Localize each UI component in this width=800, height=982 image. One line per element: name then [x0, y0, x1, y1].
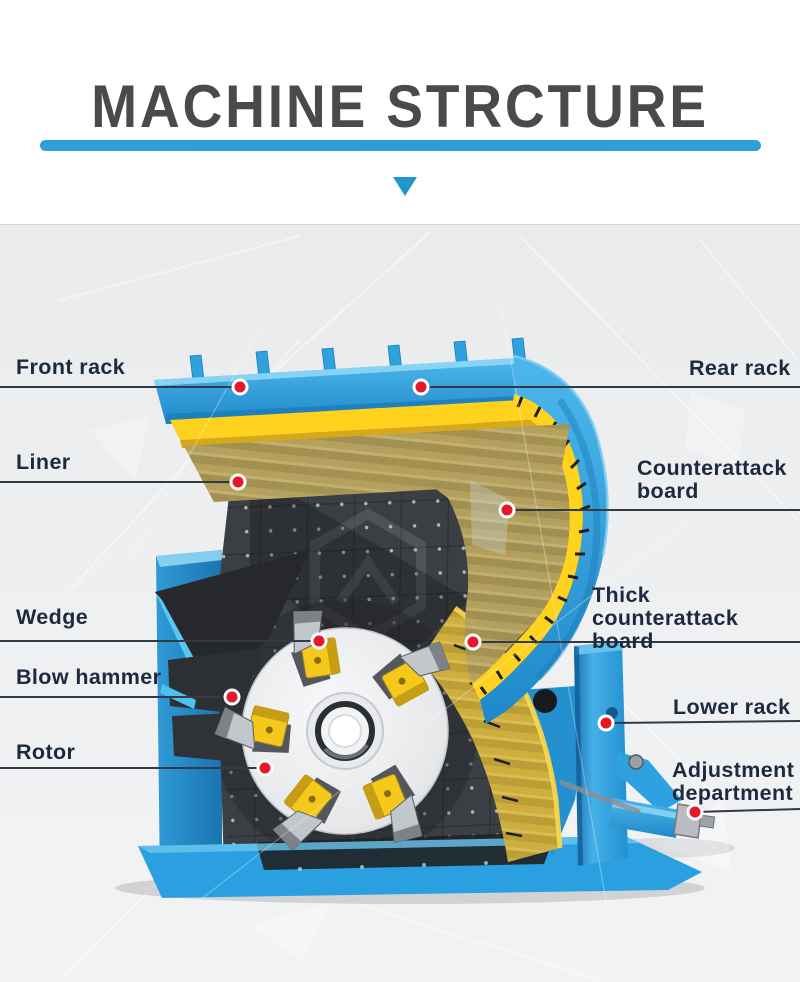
- title-underline-bar: [40, 140, 761, 151]
- blow-hammer-dot: [223, 688, 241, 706]
- adjustment-department-line: [694, 808, 800, 813]
- construction-lines: [129, 299, 741, 981]
- marker-dots: [223, 378, 704, 821]
- counterattack-board-part: [472, 394, 583, 700]
- label-front-rack: Front rack: [16, 355, 126, 379]
- leader-lines: [0, 386, 800, 813]
- rotor-dot: [256, 759, 274, 777]
- thick-board-serrations: [453, 643, 523, 838]
- left-wall-highlight: [156, 550, 222, 567]
- lower-rack-part: [559, 641, 716, 866]
- label-adjustment-department: Adjustment department: [672, 758, 795, 805]
- label-thick-counterattack-board: Thick counterattack board: [592, 583, 739, 653]
- front-rack-dot: [231, 378, 249, 396]
- base-bolts: [298, 861, 488, 871]
- counterattack-board-dot: [498, 501, 516, 519]
- label-rotor: Rotor: [16, 740, 76, 764]
- label-counterattack-board: Counterattack board: [637, 456, 787, 503]
- ghost-plate: [250, 470, 470, 680]
- hood-yellow-band: [170, 398, 568, 440]
- label-rear-rack: Rear rack: [689, 356, 791, 380]
- adjustment-department-dot: [686, 803, 704, 821]
- label-blow-hammer: Blow hammer: [16, 665, 162, 689]
- lower-rack-dot: [597, 714, 615, 732]
- wedge-dot: [310, 632, 328, 650]
- ghost-counterattack-plate: [470, 480, 510, 555]
- rear-rack-curve: [184, 354, 609, 724]
- thick-counterattack-board-dot: [464, 633, 482, 651]
- label-lower-rack: Lower rack: [673, 695, 791, 719]
- rotor-part: [212, 605, 459, 857]
- machine: [115, 299, 741, 981]
- page-title: MACHINE STRCTURE: [91, 73, 709, 140]
- lower-rack-line: [605, 720, 800, 724]
- thick-counterattack-board-part: [420, 605, 590, 862]
- label-liner: Liner: [16, 450, 71, 474]
- rear-rack-dot: [412, 378, 430, 396]
- down-arrow-icon: [393, 177, 417, 196]
- label-wedge: Wedge: [16, 605, 89, 629]
- header: MACHINE STRCTURE: [0, 0, 800, 224]
- liner-dot: [229, 473, 247, 491]
